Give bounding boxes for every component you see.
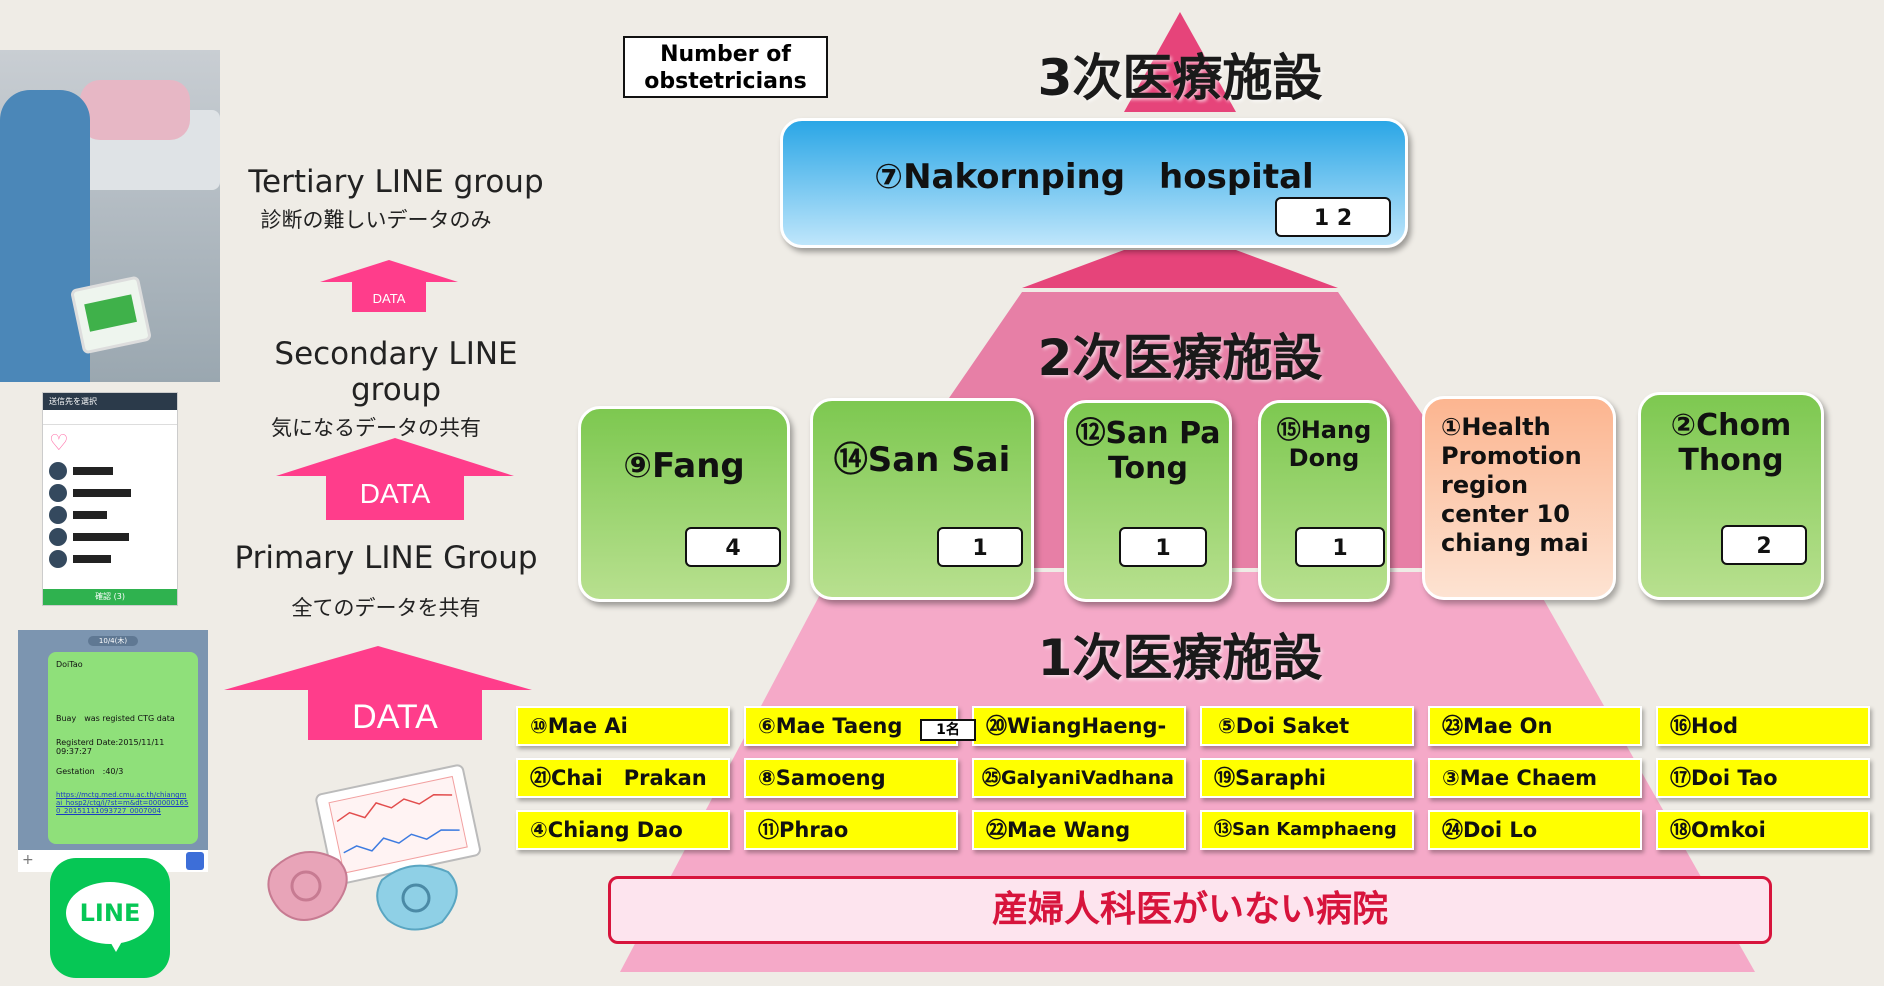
primary-hospital: ⑪Phrao xyxy=(744,810,958,850)
hospital-count: 1 xyxy=(1119,527,1207,567)
secondary-hospital-san-sai: ⑭San Sai 1 xyxy=(810,398,1034,600)
hospital-count: 1 xyxy=(1295,527,1385,567)
group-title: Primary LINE Group xyxy=(234,540,538,576)
data-arrow-label: DATA xyxy=(373,291,406,306)
tertiary-hospital-box: ⑦Nakornping hospital 1 2 xyxy=(780,118,1408,248)
level-title-primary: 1次医療施設 xyxy=(1037,629,1323,687)
chat-line2: Registerd Date:2015/11/11 09:37:27 xyxy=(56,738,165,756)
line-logo-tail xyxy=(108,938,124,952)
primary-hospital: ⑤Doi Saket xyxy=(1200,706,1414,746)
level-title-tertiary: 3次医療施設 xyxy=(1037,49,1323,107)
primary-hospital: ⑬San Kamphaeng xyxy=(1200,810,1414,850)
ctg-device-illustration xyxy=(267,764,481,931)
group-subtitle: 診断の難しいデータのみ xyxy=(260,208,492,232)
list-heart-icon: ♡ xyxy=(49,431,69,456)
primary-hospital: ⑩Mae Ai xyxy=(516,706,730,746)
group-title: Tertiary LINE group xyxy=(248,164,544,200)
photo-tablet xyxy=(69,275,153,355)
group-title: Secondary LINE group xyxy=(274,336,518,408)
chat-bubble: DoiTao Buay was registed CTG data Regist… xyxy=(48,652,198,844)
primary-hospital: ⑳WiangHaeng- xyxy=(972,706,1186,746)
primary-hospital: ⑲Saraphi xyxy=(1200,758,1414,798)
ctg-blue-sensor-icon xyxy=(376,864,458,931)
secondary-hospital-hang-dong: ⑮Hang Dong 1 xyxy=(1258,400,1390,602)
primary-hospital: ⑱Omkoi xyxy=(1656,810,1870,850)
secondary-line-group: Secondary LINE group 気になるデータの共有 xyxy=(226,336,566,442)
pyramid-tier3-lower xyxy=(1022,250,1338,288)
primary-hospital: ⑰Doi Tao xyxy=(1656,758,1870,798)
primary-hospital: ㉓Mae On xyxy=(1428,706,1642,746)
line-logo-bubble: LINE xyxy=(66,882,154,944)
pyramid-tier1 xyxy=(620,572,1755,972)
hospital-count: 2 xyxy=(1721,525,1807,565)
primary-hospital: ③Mae Chaem xyxy=(1428,758,1642,798)
pyramid-tier3 xyxy=(1124,12,1236,112)
plus-icon: + xyxy=(22,852,34,868)
mic-icon xyxy=(186,852,204,870)
line-logo: LINE xyxy=(50,858,170,978)
list-tabs xyxy=(43,410,177,425)
secondary-hospital-fang: ⑨Fang 4 xyxy=(578,406,790,602)
chat-date: 10/4(木) xyxy=(88,636,138,646)
hospital-name: ①Health Promotion region center 10 chian… xyxy=(1441,413,1589,557)
hospital-name: ⑫San Pa Tong xyxy=(1075,416,1221,486)
photo-ctg-monitoring xyxy=(0,50,220,382)
chat-link: https://mctg.med.cmu.ac.th/chiangmai_hos… xyxy=(56,791,189,815)
primary-hospital: ㉕GalyaniVadhana xyxy=(972,758,1186,798)
phone-chat-screenshot: 10/4(木) DoiTao Buay was registed CTG dat… xyxy=(18,630,208,872)
data-arrow-small: DATA xyxy=(320,260,458,312)
primary-hospital: ④Chiang Dao xyxy=(516,810,730,850)
primary-line-group: Primary LINE Group 全てのデータを共有 xyxy=(226,540,546,622)
primary-hospital: ㉒Mae Wang xyxy=(972,810,1186,850)
banner-label: 産婦人科医がいない病院 xyxy=(991,889,1388,930)
list-rows xyxy=(43,456,177,574)
ctg-pink-sensor-icon xyxy=(267,851,348,921)
hospital-name: ⑭San Sai xyxy=(833,440,1011,480)
secondary-health-promotion-center: ①Health Promotion region center 10 chian… xyxy=(1422,396,1616,600)
level-title-secondary: 2次医療施設 xyxy=(1037,329,1323,387)
secondary-hospital-chom-thong: ②Chom Thong 2 xyxy=(1638,392,1824,600)
primary-hospital: ㉔Doi Lo xyxy=(1428,810,1642,850)
secondary-hospital-san-pa-tong: ⑫San Pa Tong 1 xyxy=(1064,400,1232,602)
hospital-name: ②Chom Thong xyxy=(1670,408,1792,478)
no-obstetrician-banner: 産婦人科医がいない病院 xyxy=(608,876,1772,944)
chat-name: DoiTao xyxy=(56,660,83,669)
hospital-name: ⑨Fang xyxy=(623,446,745,486)
group-subtitle: 全てのデータを共有 xyxy=(291,596,481,620)
line-logo-text: LINE xyxy=(79,899,141,927)
phone-recipient-list: 送信先を選択 ♡ 確認 (3) xyxy=(42,392,178,606)
photo-patient xyxy=(80,80,190,140)
legend-label: Number of obstetricians xyxy=(644,42,807,94)
tertiary-hospital-count: 1 2 xyxy=(1275,197,1391,237)
mae-taeng-badge: 1名 xyxy=(920,719,976,741)
group-subtitle: 気になるデータの共有 xyxy=(271,416,481,440)
chat-line1: Buay was registed CTG data xyxy=(56,714,175,723)
list-header: 送信先を選択 xyxy=(43,393,177,410)
tertiary-hospital-name: ⑦Nakornping hospital xyxy=(874,157,1314,197)
hospital-name: ⑮Hang Dong xyxy=(1276,416,1372,472)
tertiary-line-group: Tertiary LINE group 診断の難しいデータのみ xyxy=(236,164,556,234)
list-confirm-button: 確認 (3) xyxy=(43,589,177,605)
primary-hospital: ㉑Chai Prakan xyxy=(516,758,730,798)
data-arrow-label: DATA xyxy=(352,698,438,736)
primary-hospital: ⑯Hod xyxy=(1656,706,1870,746)
photo-nurse xyxy=(0,90,90,382)
data-arrow-large: DATA xyxy=(224,646,532,740)
data-arrow-medium: DATA xyxy=(276,438,514,520)
primary-hospital: ⑧Samoeng xyxy=(744,758,958,798)
chat-line3: Gestation :40/3 xyxy=(56,767,124,776)
hospital-count: 1 xyxy=(937,527,1023,567)
hospital-count: 4 xyxy=(685,527,781,567)
data-arrow-label: DATA xyxy=(360,478,431,509)
legend-box: Number of obstetricians xyxy=(623,36,828,98)
